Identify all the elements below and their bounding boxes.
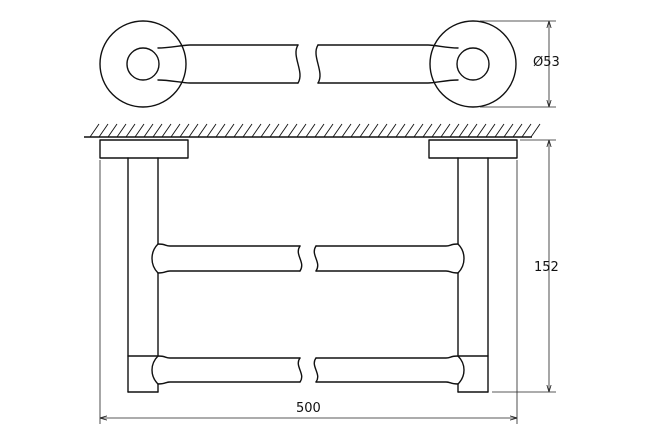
hatch-stroke <box>215 123 226 138</box>
hatch-stroke <box>431 123 442 138</box>
hatch-stroke <box>530 123 541 138</box>
left-post <box>127 157 159 393</box>
diameter-label: Ø53 <box>533 55 560 70</box>
hatch-stroke <box>458 123 469 138</box>
hatch-stroke <box>395 123 406 138</box>
lower-bar <box>151 355 465 385</box>
hatch-stroke <box>260 123 271 138</box>
hatch-stroke <box>449 123 460 138</box>
hatch-stroke <box>242 123 253 138</box>
front-view: 152 500 <box>84 123 559 424</box>
right-mount-plate <box>428 139 518 159</box>
hatch-stroke <box>386 123 397 138</box>
hatch-stroke <box>404 123 415 138</box>
hatch-stroke <box>89 123 100 138</box>
hatch-stroke <box>170 123 181 138</box>
hatch-stroke <box>296 123 307 138</box>
hatch-stroke <box>485 123 496 138</box>
hatch-stroke <box>251 123 262 138</box>
hatch-stroke <box>323 123 334 138</box>
left-wall-flange <box>99 20 187 108</box>
upper-bar <box>151 243 465 274</box>
hatch-stroke <box>314 123 325 138</box>
hatch-stroke <box>521 123 532 138</box>
hatch-stroke <box>494 123 505 138</box>
hatch-stroke <box>188 123 199 138</box>
hatch-stroke <box>440 123 451 138</box>
hatch-stroke <box>224 123 235 138</box>
top-view: Ø53 <box>99 20 560 108</box>
hatch-stroke <box>332 123 343 138</box>
hatch-stroke <box>152 123 163 138</box>
hatch-stroke <box>143 123 154 138</box>
height-dimension: 152 <box>492 139 559 393</box>
hatch-stroke <box>125 123 136 138</box>
width-dimension: 500 <box>99 160 518 424</box>
hatch-stroke <box>503 123 514 138</box>
hatch-stroke <box>467 123 478 138</box>
wall-hatching <box>84 123 541 138</box>
hatch-stroke <box>422 123 433 138</box>
top-bar-left-segment <box>157 44 301 84</box>
right-wall-flange <box>429 20 517 108</box>
hatch-stroke <box>368 123 379 138</box>
right-post <box>457 157 489 393</box>
top-bar-right-segment <box>315 44 459 84</box>
hatch-stroke <box>359 123 370 138</box>
diameter-dimension: Ø53 <box>480 20 560 108</box>
hatch-stroke <box>350 123 361 138</box>
hatch-stroke <box>116 123 127 138</box>
height-label: 152 <box>534 260 559 275</box>
hatch-stroke <box>278 123 289 138</box>
hatch-stroke <box>287 123 298 138</box>
hatch-stroke <box>197 123 208 138</box>
hatch-stroke <box>512 123 523 138</box>
hatch-stroke <box>134 123 145 138</box>
hatch-stroke <box>233 123 244 138</box>
hatch-stroke <box>305 123 316 138</box>
hatch-stroke <box>377 123 388 138</box>
hatch-stroke <box>98 123 109 138</box>
width-label: 500 <box>296 401 321 416</box>
hatch-stroke <box>179 123 190 138</box>
hatch-stroke <box>341 123 352 138</box>
left-mount-plate <box>99 139 189 159</box>
hatch-stroke <box>413 123 424 138</box>
hatch-stroke <box>107 123 118 138</box>
hatch-stroke <box>161 123 172 138</box>
hatch-stroke <box>269 123 280 138</box>
hatch-stroke <box>206 123 217 138</box>
hatch-stroke <box>476 123 487 138</box>
